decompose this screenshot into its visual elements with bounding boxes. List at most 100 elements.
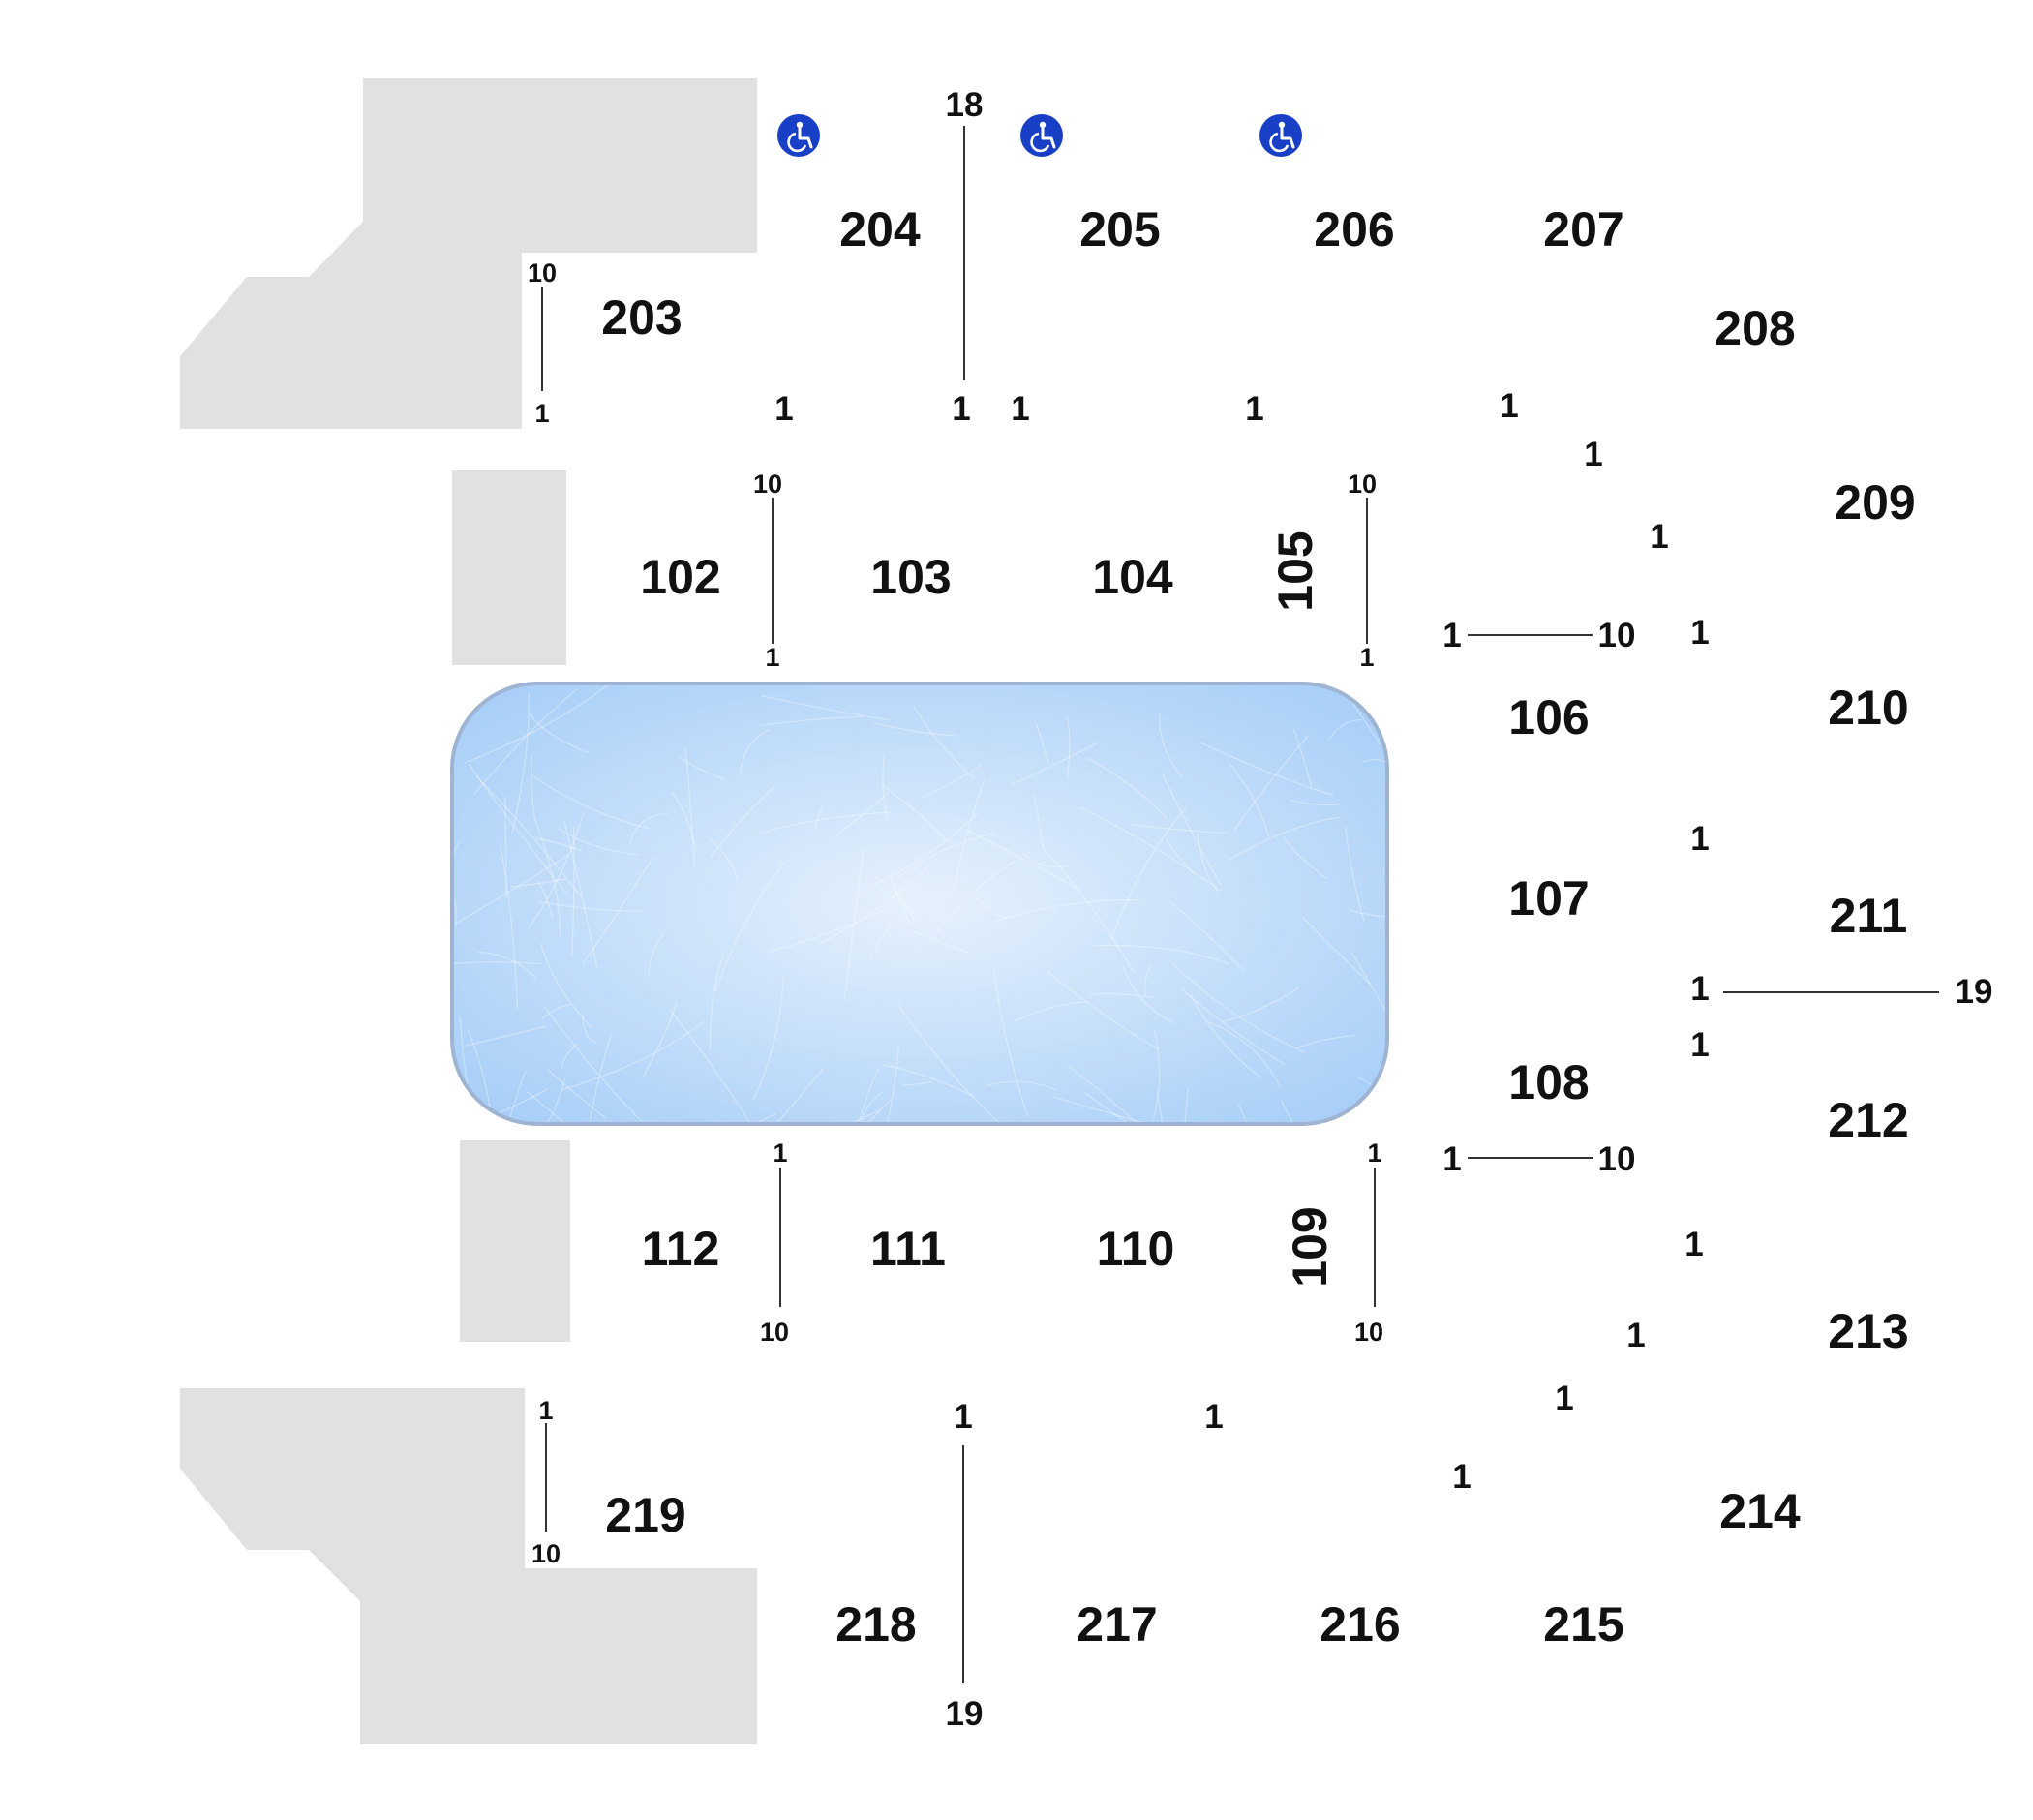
ice-scratch — [786, 1098, 893, 1124]
row-number: 10 — [753, 470, 782, 499]
section-215[interactable]: 215 — [1543, 1597, 1623, 1652]
ice-scratch — [740, 729, 771, 774]
row-number: 10 — [1354, 1318, 1383, 1347]
ice-scratch — [952, 777, 986, 894]
ice-scratch — [863, 1044, 900, 1124]
section-108[interactable]: 108 — [1508, 1055, 1589, 1109]
section-104[interactable]: 104 — [1092, 550, 1173, 604]
section-204[interactable]: 204 — [839, 202, 921, 257]
section-210[interactable]: 210 — [1828, 681, 1908, 735]
section-109[interactable]: 109 — [1283, 1206, 1337, 1287]
ice-scratch — [1237, 1103, 1268, 1124]
ice-scratch — [868, 812, 978, 888]
ice-scratch — [821, 864, 929, 944]
ice-scratch — [872, 722, 957, 737]
row-number: 1 — [1442, 1140, 1461, 1178]
ice-scratch — [529, 713, 589, 753]
section-103[interactable]: 103 — [870, 550, 951, 604]
row-number: 1 — [534, 399, 549, 428]
ice-scratch — [1021, 852, 1070, 868]
ice-scratch — [452, 961, 542, 977]
section-112[interactable]: 112 — [642, 1222, 720, 1276]
section-105[interactable]: 105 — [1268, 531, 1322, 611]
ice-scratch — [467, 1029, 497, 1124]
ice-scratch — [1159, 713, 1182, 777]
ice-scratch — [896, 1002, 1004, 1124]
row-number: 1 — [1442, 617, 1461, 654]
ice-scratch — [1084, 757, 1168, 818]
ice-scratch — [464, 683, 609, 764]
row-number: 1 — [1690, 820, 1709, 858]
ice-scratch — [910, 929, 969, 954]
section-206[interactable]: 206 — [1314, 202, 1394, 257]
ice-scratch — [902, 1081, 933, 1086]
ice-scratch — [801, 1108, 882, 1124]
blocked-area-bottom-left — [180, 1388, 757, 1744]
ice-scratch — [1033, 795, 1045, 848]
ice-scratch — [1228, 761, 1270, 838]
row-number: 10 — [1598, 1140, 1636, 1178]
ice-rink-border — [450, 682, 1389, 1126]
ice-scratch — [682, 1113, 777, 1124]
ice-scratch — [1084, 1092, 1196, 1124]
ice-scratch — [882, 752, 890, 824]
section-216[interactable]: 216 — [1320, 1597, 1400, 1652]
wheelchair-accessible-icon — [777, 114, 820, 157]
section-106[interactable]: 106 — [1508, 690, 1589, 744]
ice-scratch — [1228, 816, 1341, 861]
section-203[interactable]: 203 — [601, 290, 682, 345]
row-number: 1 — [1690, 1026, 1709, 1064]
section-209[interactable]: 209 — [1835, 475, 1915, 530]
ice-scratch — [975, 897, 1008, 919]
row-number: 10 — [1598, 617, 1636, 654]
ice-scratch — [1122, 964, 1175, 1024]
ice-scratch — [709, 956, 724, 1051]
ice-scratch — [1162, 774, 1223, 886]
ice-scratch — [463, 1025, 545, 1047]
ice-scratch — [648, 931, 665, 976]
ice-scratch — [500, 845, 519, 1009]
ice-scratch — [452, 1113, 457, 1124]
ice-scratch — [836, 793, 888, 835]
ice-scratch — [882, 1064, 974, 1098]
section-213[interactable]: 213 — [1828, 1304, 1908, 1358]
ice-scratch — [1094, 944, 1229, 965]
ice-scratch — [1328, 719, 1362, 741]
section-214[interactable]: 214 — [1719, 1484, 1801, 1538]
ice-scratch — [1069, 1066, 1177, 1124]
ice-scratch — [582, 1015, 598, 1044]
ice-scratch — [769, 910, 883, 953]
ice-scratch — [1197, 834, 1220, 894]
row-number: 1 — [1626, 1317, 1645, 1354]
ice-scratch — [992, 965, 1028, 1117]
ice-scratch — [1035, 721, 1049, 764]
accessible-seating-markers — [777, 114, 1302, 157]
section-217[interactable]: 217 — [1077, 1597, 1157, 1652]
section-212[interactable]: 212 — [1828, 1093, 1908, 1147]
ice-scratch — [535, 837, 583, 852]
ice-scratch — [1296, 1034, 1356, 1049]
section-211[interactable]: 211 — [1830, 889, 1908, 943]
section-102[interactable]: 102 — [640, 550, 720, 604]
section-107[interactable]: 107 — [1508, 871, 1589, 925]
ice-scratch — [1165, 1086, 1190, 1124]
section-218[interactable]: 218 — [835, 1597, 916, 1652]
row-number: 1 — [1584, 436, 1602, 473]
row-number: 1 — [765, 643, 779, 672]
ice-scratch — [629, 813, 668, 843]
ice-scratch — [538, 900, 644, 912]
section-205[interactable]: 205 — [1079, 202, 1160, 257]
section-111[interactable]: 111 — [870, 1222, 946, 1276]
section-219[interactable]: 219 — [605, 1488, 685, 1542]
section-110[interactable]: 110 — [1097, 1222, 1175, 1276]
ice-scratch — [529, 813, 584, 928]
ice-scratch — [985, 1080, 1057, 1091]
ice-scratch — [473, 688, 578, 795]
row-number: 1 — [952, 390, 970, 428]
section-207[interactable]: 207 — [1543, 202, 1623, 257]
row-number: 10 — [760, 1318, 789, 1347]
ice-scratch — [853, 1067, 880, 1124]
row-number: 1 — [774, 390, 793, 428]
section-208[interactable]: 208 — [1714, 301, 1795, 355]
ice-scratch — [560, 1020, 706, 1091]
